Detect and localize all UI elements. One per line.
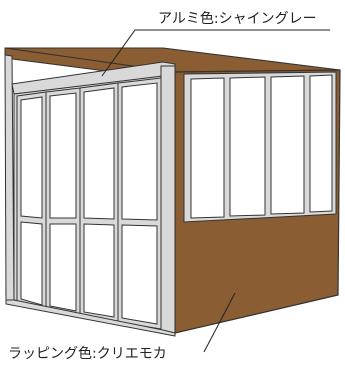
wrapping-leader-line — [203, 292, 236, 353]
door-glass-upper — [121, 82, 158, 221]
left-corner-post — [4, 54, 15, 303]
wrapping-color-label: ラッピング色:クリエモカ — [8, 346, 167, 362]
door-glass-lower — [121, 224, 158, 325]
side-window-pane — [229, 76, 266, 217]
front-door-panels — [16, 77, 162, 330]
side-window-pane — [270, 75, 305, 215]
bottom-sill — [5, 299, 176, 337]
aluminum-leader-line — [101, 29, 330, 77]
door-glass-lower — [20, 221, 43, 306]
door-glass-upper — [20, 96, 43, 219]
door-glass-lower — [49, 223, 77, 312]
door-glass-lower — [83, 223, 115, 318]
side-window-pane — [190, 77, 225, 219]
side-window-pane — [309, 74, 333, 213]
right-corner-post — [160, 65, 176, 334]
aluminum-color-label: アルミ色:シャイングレー — [158, 11, 317, 27]
door-glass-upper — [49, 92, 77, 219]
door-glass-upper — [83, 87, 115, 220]
